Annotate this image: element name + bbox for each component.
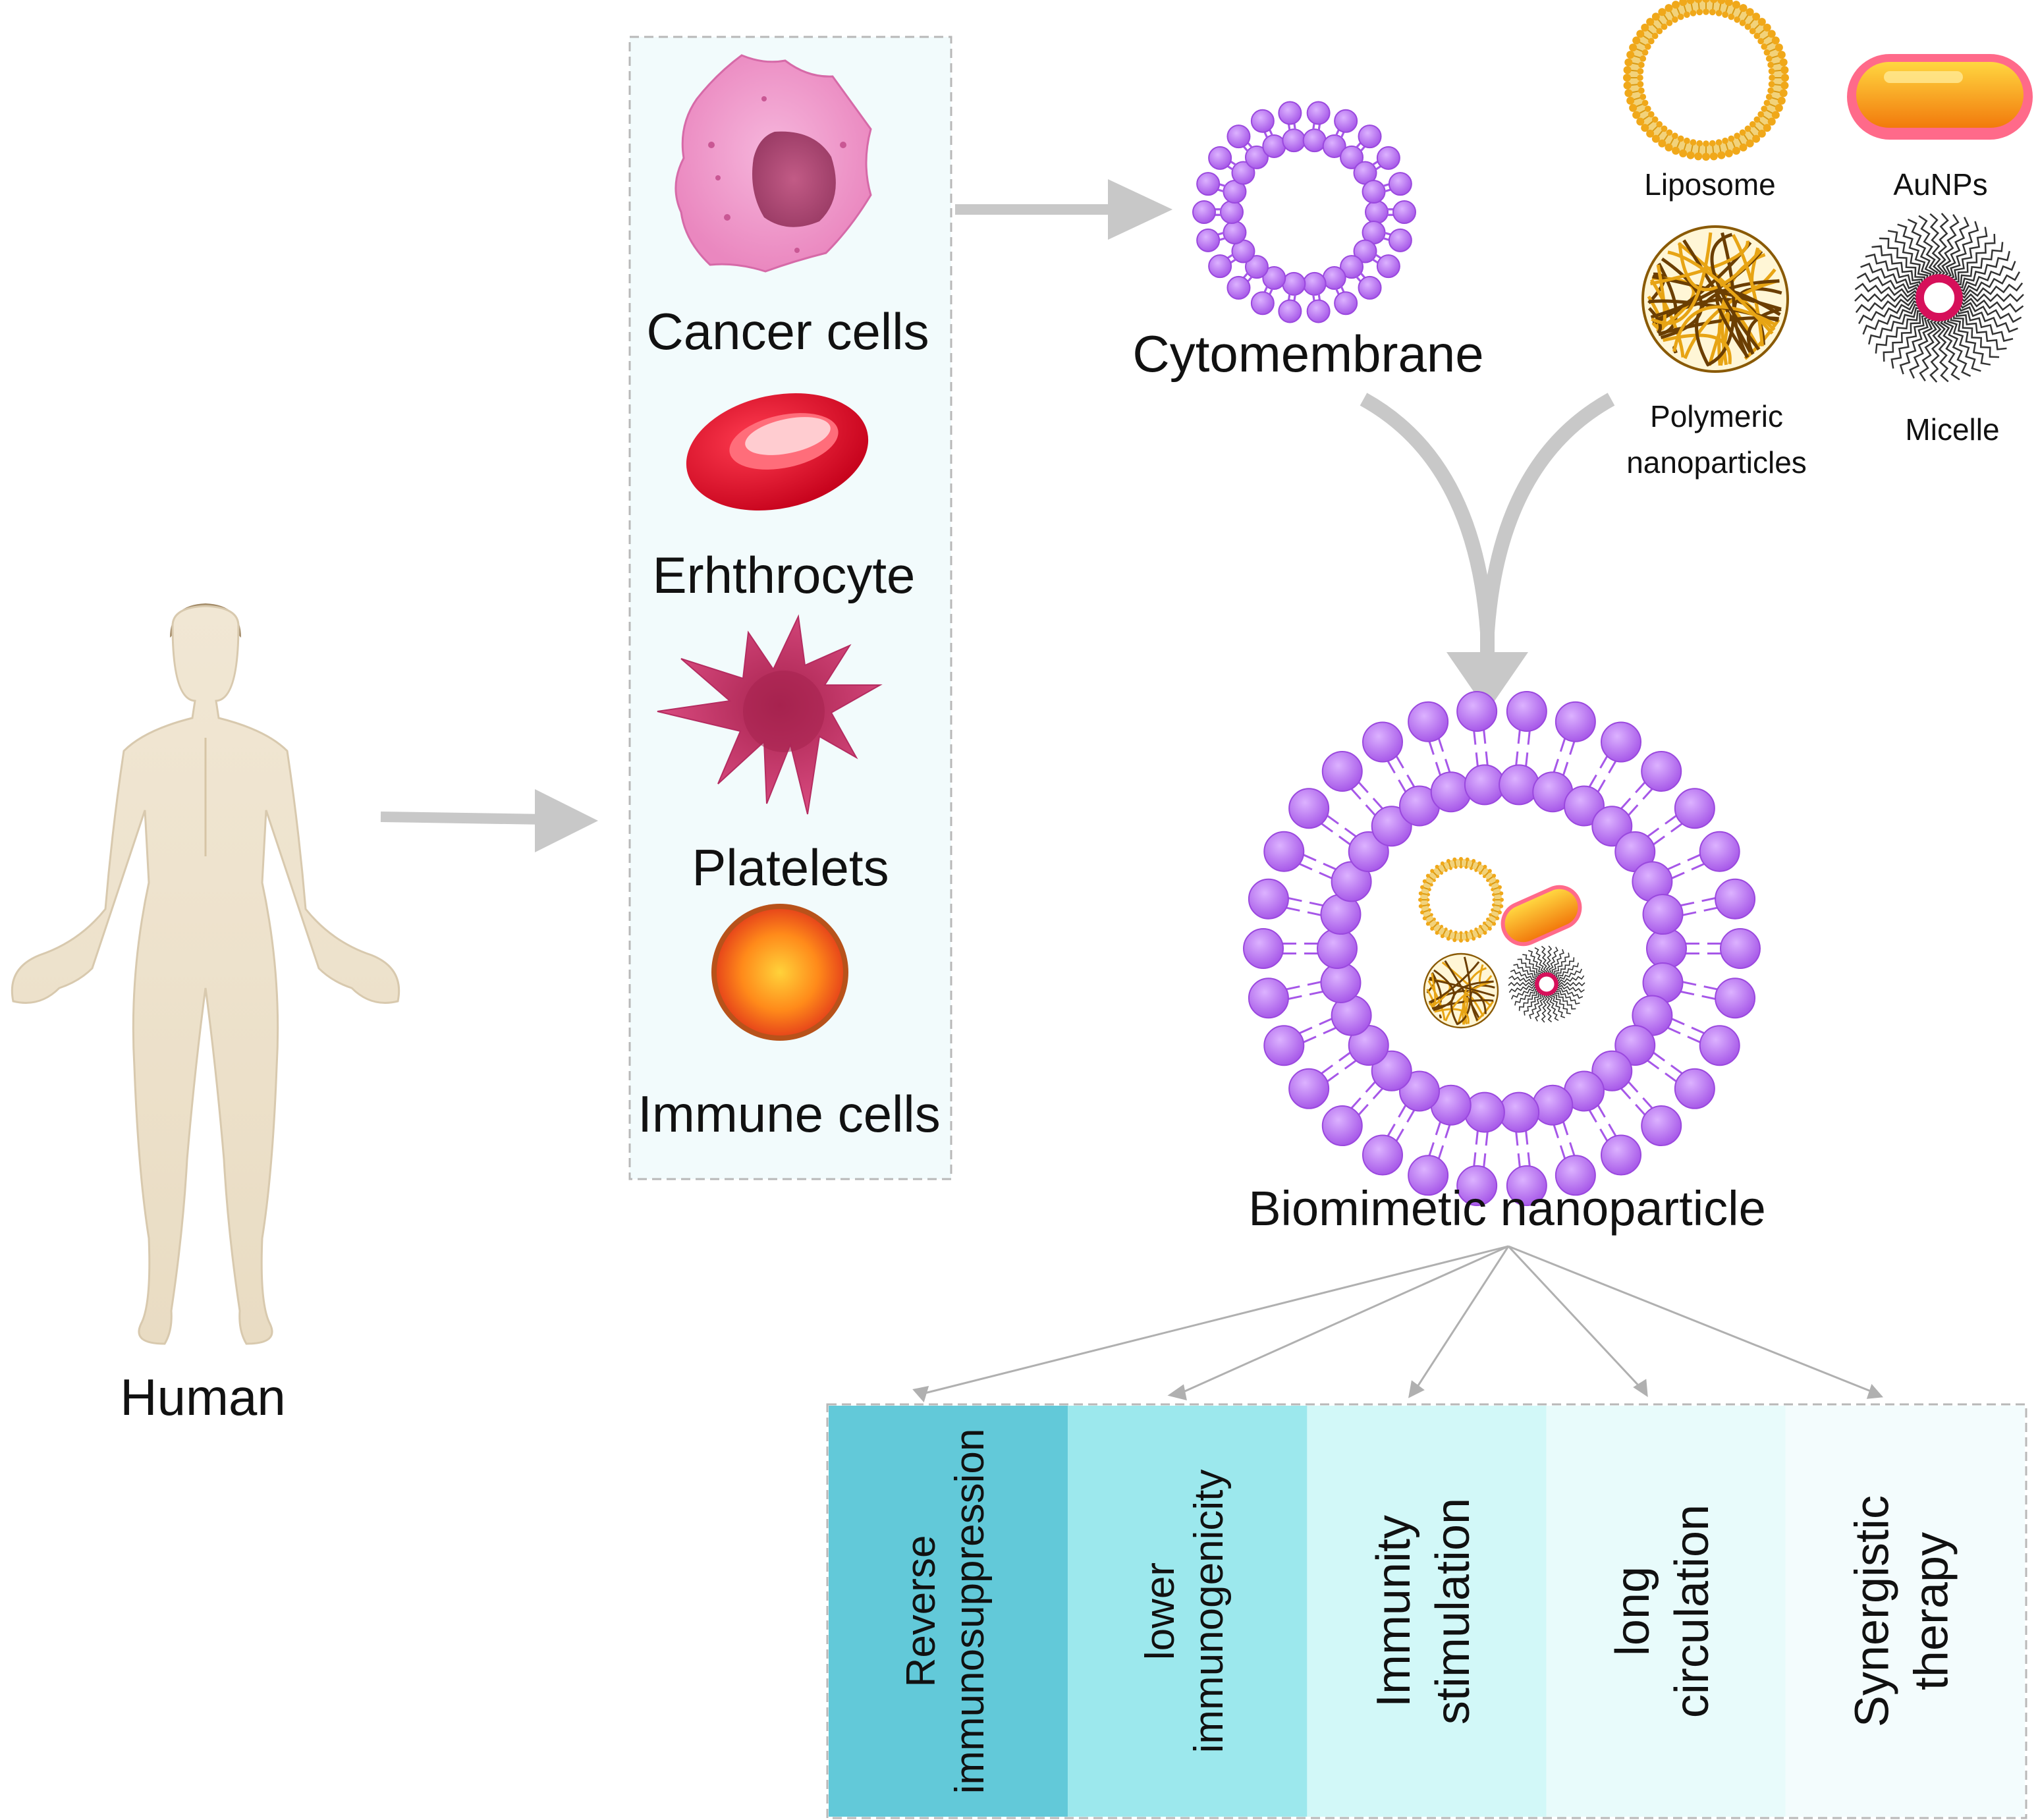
- aunps-label: AuNPs: [1893, 167, 1987, 202]
- property-arrows: [912, 1245, 1884, 1403]
- cytomembrane-label: Cytomembrane: [1132, 325, 1483, 383]
- property-label-line1: long: [1607, 1566, 1659, 1656]
- property-label-line2: stimulation: [1427, 1498, 1479, 1724]
- property-box: [1785, 1406, 2025, 1817]
- liposome-label: Liposome: [1644, 167, 1775, 202]
- merge-arrow: [1360, 393, 1615, 711]
- properties-frame: [826, 1403, 2027, 1819]
- cytomembrane-icon: [1192, 101, 1416, 323]
- cancer-cell-icon: [675, 54, 872, 273]
- property-label-line2: immunosuppression: [947, 1429, 993, 1794]
- aunps-icon: [1847, 54, 2033, 140]
- inner-micelle-icon: [1508, 945, 1585, 1023]
- property-box: [1546, 1406, 1786, 1817]
- property-label-line1: Reverse: [898, 1535, 944, 1688]
- biomimetic-nanoparticle-label: Biomimetic nanoparticle: [1248, 1181, 1766, 1236]
- biomimetic-nanoparticle-icon: [1243, 690, 1761, 1207]
- human-figure: [11, 603, 400, 1345]
- polymeric-label-line2: nanoparticles: [1626, 445, 1807, 480]
- property-label-line2: circulation: [1666, 1504, 1719, 1718]
- property-box: [1307, 1406, 1547, 1817]
- human-body: [11, 605, 400, 1345]
- arrow-cells-to-cytomembrane: [955, 179, 1172, 240]
- inner-aunps-icon: [1501, 885, 1582, 947]
- inner-polymeric-icon: [1423, 952, 1499, 1029]
- erythrocyte-label: Erhthrocyte: [653, 546, 916, 604]
- property-label-line1: lower: [1138, 1562, 1183, 1660]
- property-box: [1068, 1406, 1308, 1817]
- micelle-icon: [1854, 213, 2024, 383]
- human-label: Human: [120, 1368, 285, 1426]
- property-label-line2: immunogenicity: [1186, 1470, 1232, 1753]
- micelle-label: Micelle: [1905, 412, 1999, 447]
- liposome-icon: [1623, 0, 1789, 161]
- platelets-label: Platelets: [692, 839, 889, 896]
- property-label-line1: Immunity: [1367, 1515, 1420, 1707]
- cancer-cells-label: Cancer cells: [646, 302, 929, 360]
- polymeric-label-line1: Polymeric: [1650, 399, 1783, 433]
- erythrocyte-icon: [686, 393, 869, 511]
- inner-liposome-icon: [1418, 857, 1504, 943]
- property-label-line1: Synergistic: [1846, 1495, 1898, 1727]
- property-label-line2: therapy: [1905, 1532, 1958, 1690]
- immune-cell-icon: [711, 904, 848, 1041]
- immune-cells-label: Immune cells: [638, 1085, 940, 1143]
- property-box: [829, 1406, 1068, 1817]
- platelet-icon: [657, 614, 883, 815]
- arrow-human-to-cells: [380, 789, 598, 852]
- polymeric-nanoparticle-icon: [1641, 225, 1789, 373]
